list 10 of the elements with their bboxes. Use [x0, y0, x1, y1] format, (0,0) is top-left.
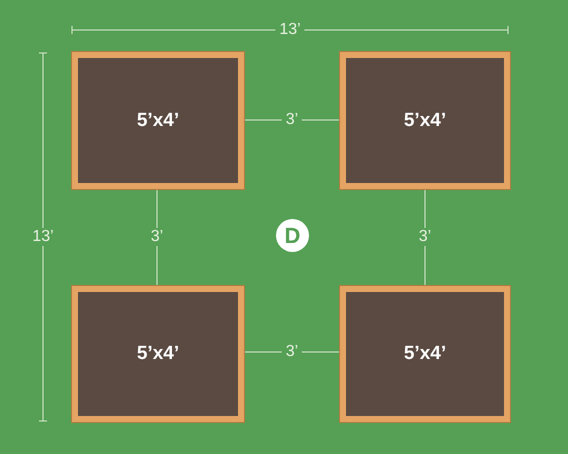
bed-size-label: 5’x4’ — [136, 110, 180, 132]
marker-letter: D — [284, 222, 300, 248]
garden-bed — [340, 286, 510, 422]
bed-size-label: 5’x4’ — [404, 343, 446, 365]
garden-bed — [340, 52, 510, 189]
bed-size-label: 5’x4’ — [136, 343, 180, 365]
bed-size-label: 5’x4’ — [404, 110, 446, 132]
garden-bed — [72, 286, 244, 422]
garden-bed — [72, 52, 244, 189]
marker-circle — [276, 219, 309, 252]
